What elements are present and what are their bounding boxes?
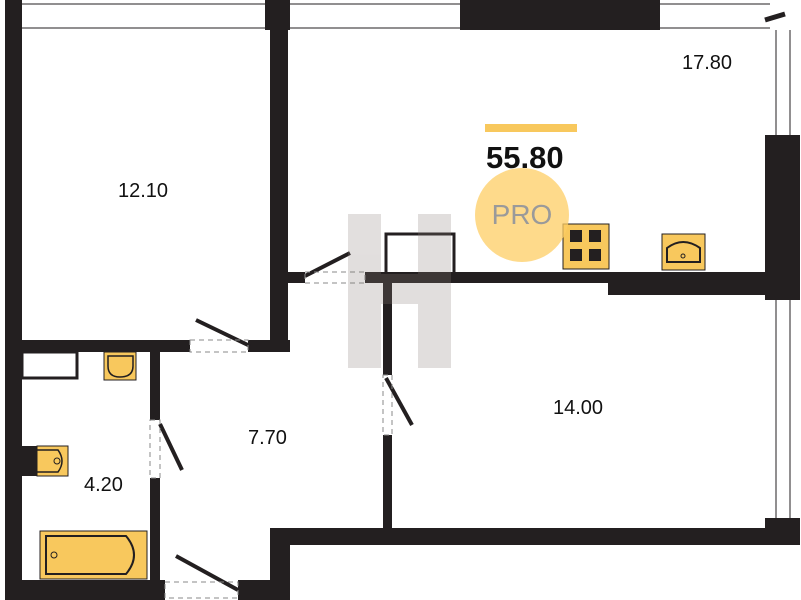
room-area-room: 14.00 [553,397,604,419]
watermark [348,214,451,368]
toilet-icon [22,445,69,477]
kitchen-sink-icon [661,233,706,271]
bathtub-icon [39,530,148,580]
fixtures [22,223,706,580]
pro-badge: PRO [475,168,569,262]
room-area-bathroom: 4.20 [84,474,123,496]
total-area: 55.80 [486,140,564,175]
area-accent-bar [485,124,577,132]
interior-boxes [20,232,456,380]
room-area-hallway: 7.70 [248,427,287,449]
washbasin-icon [103,351,137,381]
stove-icon [562,223,610,270]
windows [22,3,791,518]
room-area-balcony: 17.80 [682,52,733,74]
walls [5,0,800,600]
doors [149,251,414,599]
room-area-bedroom: 12.10 [118,180,169,202]
